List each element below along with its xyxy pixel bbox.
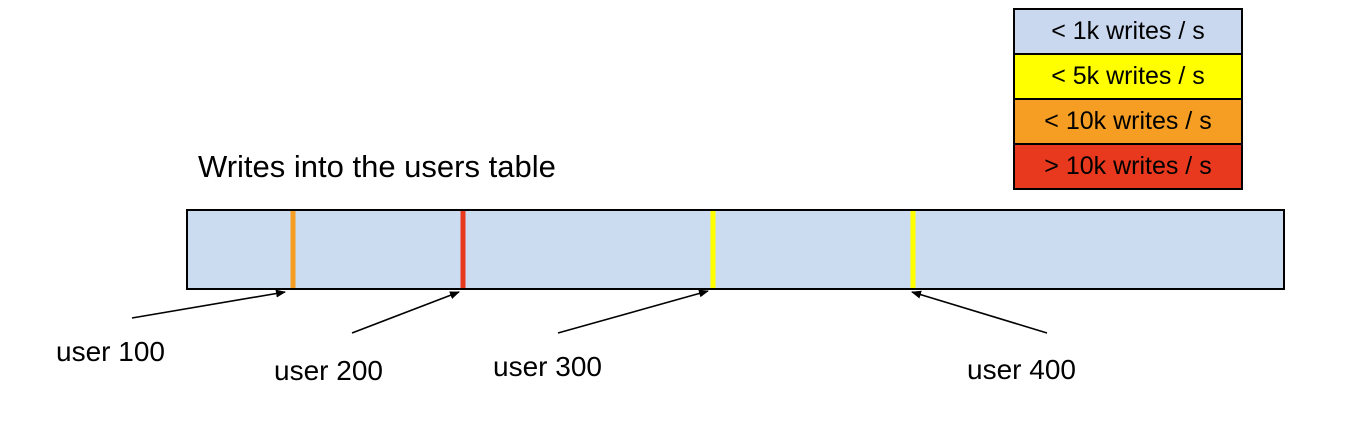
legend-item-0: < 1k writes / s <box>1013 8 1243 55</box>
marker-label-user-400: user 400 <box>967 354 1076 385</box>
legend-item-2: < 10k writes / s <box>1013 98 1243 145</box>
arrow-user-200 <box>351 291 460 334</box>
hotspot-stripe-user-400 <box>910 211 916 288</box>
marker-label-user-300: user 300 <box>493 351 602 382</box>
marker-label-user-100: user 100 <box>56 336 165 367</box>
legend: < 1k writes / s< 5k writes / s< 10k writ… <box>1013 8 1243 190</box>
arrow-user-400 <box>911 290 1048 334</box>
arrow-user-100 <box>131 289 286 319</box>
hotspot-stripe-user-100 <box>290 211 296 288</box>
legend-item-1: < 5k writes / s <box>1013 53 1243 100</box>
diagram-title: Writes into the users table <box>198 149 556 184</box>
arrow-user-300 <box>557 289 709 334</box>
hotspot-stripe-user-200 <box>460 211 466 288</box>
users-table-bar <box>186 209 1285 290</box>
legend-item-3: > 10k writes / s <box>1013 143 1243 190</box>
marker-label-user-200: user 200 <box>274 355 383 386</box>
hotspot-stripe-user-300 <box>710 211 715 288</box>
